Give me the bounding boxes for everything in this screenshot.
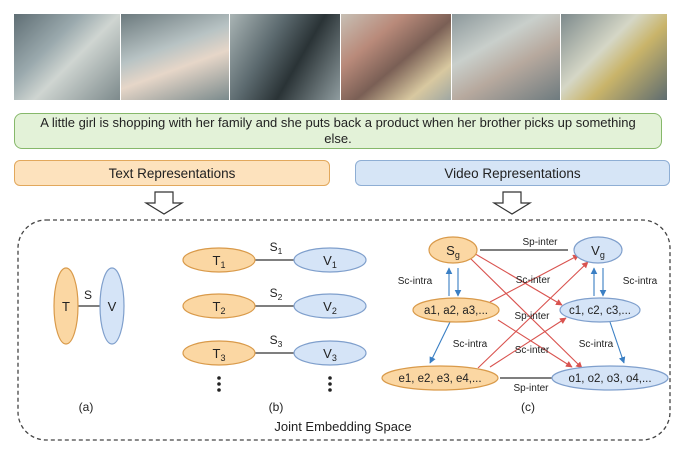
label-p-inter-top: Sp-inter	[522, 237, 558, 248]
red-arrow-sg-c	[471, 251, 563, 306]
label-c-intra-right-bottom: Sc-intra	[579, 339, 614, 350]
node-e-label: e1, e2, e3, e4,...	[398, 373, 481, 385]
svg-text:T3: T3	[213, 346, 226, 363]
label-c-inter-top: Sc-inter	[516, 275, 551, 286]
label-p-inter-bottom: Sp-inter	[513, 383, 549, 394]
svg-text:V1: V1	[323, 253, 337, 270]
video-frame-5	[452, 14, 560, 100]
panel-b-text-node-2	[182, 293, 256, 319]
caption: A little girl is shopping with her famil…	[14, 113, 662, 149]
red-arrow-e-vg	[477, 261, 589, 369]
video-frame-3	[230, 14, 340, 100]
panel-b-text-node-3	[182, 340, 256, 366]
label-c-inter-bottom: Sc-inter	[515, 345, 550, 356]
svg-text:Vg: Vg	[591, 243, 605, 260]
svg-text:S2: S2	[270, 286, 283, 302]
node-e	[381, 365, 499, 391]
label-c-intra-left-top: Sc-intra	[398, 276, 433, 287]
panel-b-pair-1: T1 V1 S1	[182, 240, 367, 273]
panel-a-text-label: T	[62, 299, 70, 314]
joint-embedding-space	[17, 219, 671, 441]
joint-space-label: Joint Embedding Space	[274, 419, 411, 434]
svg-text:Sg: Sg	[446, 243, 460, 260]
video-frame-1	[14, 14, 120, 100]
label-p-inter-mid: Sp-inter	[514, 311, 550, 322]
svg-text:S3: S3	[270, 333, 283, 349]
panel-b-video-node-1	[293, 247, 367, 273]
panel-b-pair-2: T2 V2 S2	[182, 286, 367, 319]
blue-arrow-c-o	[609, 321, 626, 364]
red-arrow-a-o	[497, 319, 573, 368]
node-sg	[428, 236, 478, 264]
node-a-label: a1, a2, a3,...	[424, 305, 488, 317]
node-o-label: o1, o2, o3, o4,...	[568, 373, 651, 385]
blue-arrow-a-e	[429, 321, 451, 364]
video-representations-label: Video Representations	[355, 160, 670, 186]
svg-text:V3: V3	[323, 346, 337, 363]
panel-a-label: (a)	[79, 400, 94, 414]
svg-text:T2: T2	[213, 299, 226, 316]
svg-text:V2: V2	[323, 299, 337, 316]
panel-a-video-node	[99, 267, 125, 345]
node-vg	[573, 236, 623, 264]
panel-b-video-node-3	[293, 340, 367, 366]
panel-b: T1 V1 S1 T2 V2 S2 T3 V3 S3 (b)	[182, 240, 367, 414]
text-representations-label: Text Representations	[14, 160, 330, 186]
panel-a-video-label: V	[108, 299, 117, 314]
node-a	[412, 297, 500, 323]
text-down-arrow	[143, 191, 185, 215]
label-c-intra-left-bottom: Sc-intra	[453, 339, 488, 350]
svg-text:T1: T1	[213, 253, 226, 270]
node-o	[551, 365, 669, 391]
panel-a: T V S (a)	[53, 267, 125, 414]
red-arrow-sg-o	[469, 257, 583, 369]
panel-b-pair-3: T3 V3 S3	[182, 333, 367, 366]
panel-b-label: (b)	[269, 400, 284, 414]
panel-a-edge-label: S	[84, 288, 92, 302]
panel-b-ellipsis-dots	[217, 376, 332, 392]
red-arrow-e-c	[489, 317, 567, 368]
node-c	[559, 297, 641, 323]
panel-b-video-node-2	[293, 293, 367, 319]
video-frame-2	[121, 14, 229, 100]
panel-c: Sg Vg a1, a2, a3,... c1, c2, c3,... e1, …	[381, 236, 669, 414]
panel-c-label: (c)	[521, 400, 535, 414]
video-frame-6	[561, 14, 667, 100]
red-arrow-a-vg	[489, 254, 580, 303]
video-frame-4	[341, 14, 451, 100]
node-c-label: c1, c2, c3,...	[569, 305, 631, 317]
panel-a-text-node	[53, 267, 79, 345]
panel-b-text-node-1	[182, 247, 256, 273]
svg-text:S1: S1	[270, 240, 283, 256]
label-c-intra-right-top: Sc-intra	[623, 276, 658, 287]
video-down-arrow	[491, 191, 533, 215]
